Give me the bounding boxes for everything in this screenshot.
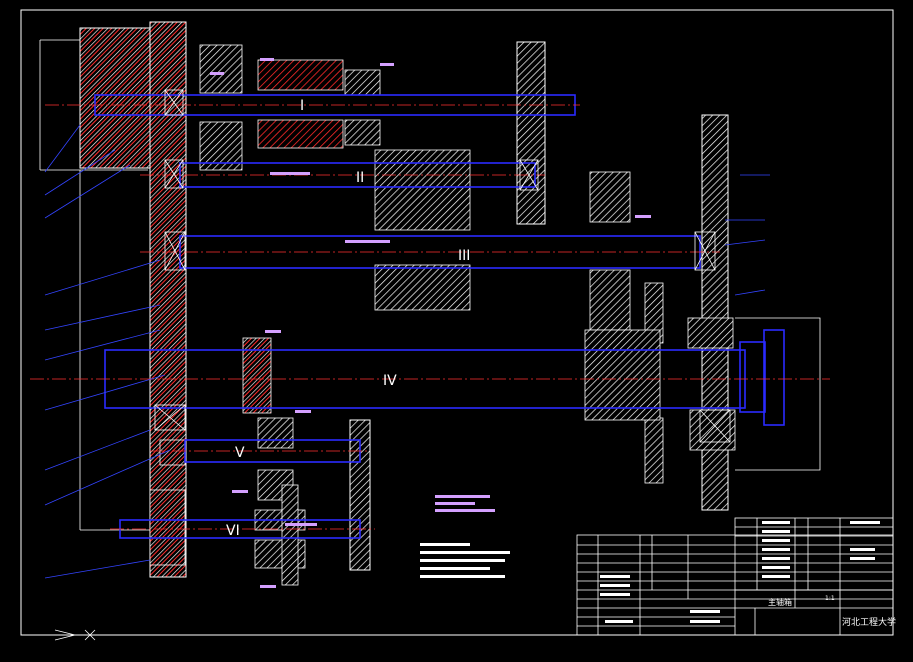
centerlines: [30, 104, 830, 530]
title-block-fills: [600, 521, 880, 623]
shaft-label-3: III: [458, 248, 470, 264]
shaft-label-1: I: [300, 98, 304, 114]
school-name: 河北工程大学: [842, 616, 896, 628]
housing-walls: [79, 21, 729, 578]
drawing-scale: 1:1: [825, 595, 835, 602]
shaft-label-6: VI: [226, 523, 240, 539]
leader-lines: [44, 124, 770, 579]
shaft-label-5: V: [235, 445, 245, 461]
bearings: [154, 89, 731, 443]
drawing-name: 主轴箱: [768, 597, 792, 607]
outer-frame: [20, 9, 894, 636]
shaft-label-4: IV: [383, 373, 397, 389]
view-arrow: [25, 629, 96, 641]
shaft-label-2: II: [356, 170, 364, 186]
callout-marks: [210, 58, 651, 588]
technical-notes: [420, 543, 510, 578]
title-block: [576, 517, 894, 636]
shaft-numerals: I II III IV V VI: [226, 98, 470, 539]
